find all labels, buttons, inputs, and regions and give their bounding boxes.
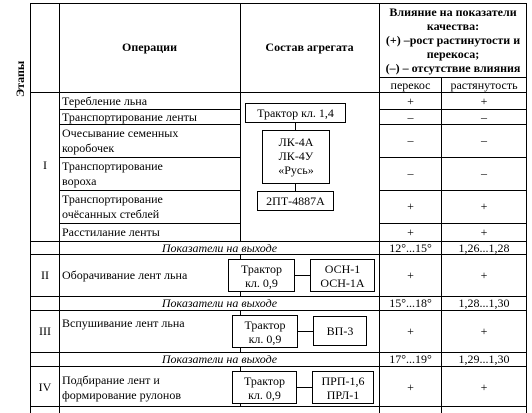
header-influence-line-4: перекоса; xyxy=(426,47,480,61)
table-border-top xyxy=(30,3,527,4)
output-skew: 17°...19° xyxy=(389,352,432,366)
skew-value: – xyxy=(407,133,414,147)
header-skew: перекос xyxy=(390,78,431,92)
column-divider-skew xyxy=(441,77,442,241)
trailer-box: 2ПТ-4887А xyxy=(257,191,334,211)
skew-value: + xyxy=(407,225,414,239)
operation-label: Теребление льна xyxy=(62,94,148,108)
skew-value: + xyxy=(407,94,414,108)
stretch-value: – xyxy=(481,110,487,124)
operation-label: Транспортирование xyxy=(62,159,163,173)
table-border-left xyxy=(30,3,31,413)
output-stretch: 1,29...1,30 xyxy=(458,352,510,366)
column-divider-influence xyxy=(379,3,380,241)
machine-name: «Русь» xyxy=(278,163,314,177)
operation-label: очёсанных стеблей xyxy=(62,207,160,221)
operation-label: формирование рулонов xyxy=(62,388,182,402)
header-operations: Операции xyxy=(122,40,177,54)
operation-label: Оборачивание лент льна xyxy=(62,268,188,282)
stage-number-3: III xyxy=(39,324,51,338)
operation-label: Транспортирование ленты xyxy=(62,110,197,124)
tractor-box: Трактор кл. 0,9 xyxy=(228,259,295,292)
operation-label: Вспушивание лент льна xyxy=(62,316,185,330)
operation-label: коробочек xyxy=(62,141,115,155)
tractor-box: Трактор кл. 1,4 xyxy=(245,103,346,123)
machine-name: ЛК-4А xyxy=(278,135,314,149)
skew-value: – xyxy=(407,166,414,180)
output-label: Показатели на выходе xyxy=(161,352,278,366)
stretch-value: + xyxy=(480,380,488,394)
stretch-value: – xyxy=(481,133,487,147)
skew-value: + xyxy=(407,268,414,282)
output-skew: 12°...15° xyxy=(389,241,432,255)
output-stretch: 1,28...1,30 xyxy=(458,296,510,310)
stretch-value: + xyxy=(480,199,488,213)
operation-label: Подбирание лент и xyxy=(62,373,160,387)
header-influence-line-2: качества: xyxy=(426,19,480,33)
operation-label: Расстилание ленты xyxy=(62,225,160,239)
machine-box: ОСН-1 ОСН-1А xyxy=(310,259,375,292)
stage-number-2: II xyxy=(41,268,49,282)
column-divider-composition xyxy=(240,3,241,241)
stage-number-1: I xyxy=(43,158,47,172)
operation-label: Очесывание семенных xyxy=(62,126,179,140)
skew-value: – xyxy=(407,110,414,124)
tractor-box: Трактор кл. 0,9 xyxy=(232,371,297,404)
stage-number-4: IV xyxy=(38,380,52,394)
connector-line xyxy=(298,331,313,332)
operation-label: Транспортирование xyxy=(62,192,163,206)
machine-name: ЛК-4У xyxy=(278,149,314,163)
stretch-value: + xyxy=(480,94,488,108)
machine-box: ЛК-4А ЛК-4У «Русь» xyxy=(262,130,330,184)
operation-label: вороха xyxy=(62,174,97,188)
stretch-value: + xyxy=(480,225,488,239)
stretch-value: + xyxy=(480,324,488,338)
header-composition: Состав агрегата xyxy=(265,40,354,54)
tractor-box: Трактор кл. 0,9 xyxy=(232,315,298,348)
table-border-right xyxy=(526,3,527,413)
connector-line xyxy=(295,123,296,130)
connector-line xyxy=(295,275,310,276)
output-skew: 15°...18° xyxy=(389,296,432,310)
output-stretch: 1,26...1,28 xyxy=(458,241,510,255)
output-label: Показатели на выходе xyxy=(161,241,278,255)
machine-box: ВП-3 xyxy=(313,316,367,346)
header-stages: Этапы xyxy=(13,60,27,97)
header-influence-line-1: Влияние на показатели xyxy=(389,5,517,19)
output-label: Показатели на выходе xyxy=(161,296,278,310)
column-divider-stage xyxy=(59,3,60,413)
stretch-value: – xyxy=(481,166,487,180)
connector-line xyxy=(297,387,312,388)
skew-value: + xyxy=(407,199,414,213)
skew-value: + xyxy=(407,324,414,338)
header-stretch: растянутость xyxy=(450,78,518,92)
machine-box: ПРП-1,6 ПРЛ-1 xyxy=(312,371,374,404)
skew-value: + xyxy=(407,380,414,394)
header-influence-line-5: (–) – отсутствие влияния xyxy=(385,61,521,75)
header-influence-line-3: (+) –рост растинутости и xyxy=(385,33,521,47)
stretch-value: + xyxy=(480,268,488,282)
connector-line xyxy=(295,184,296,191)
